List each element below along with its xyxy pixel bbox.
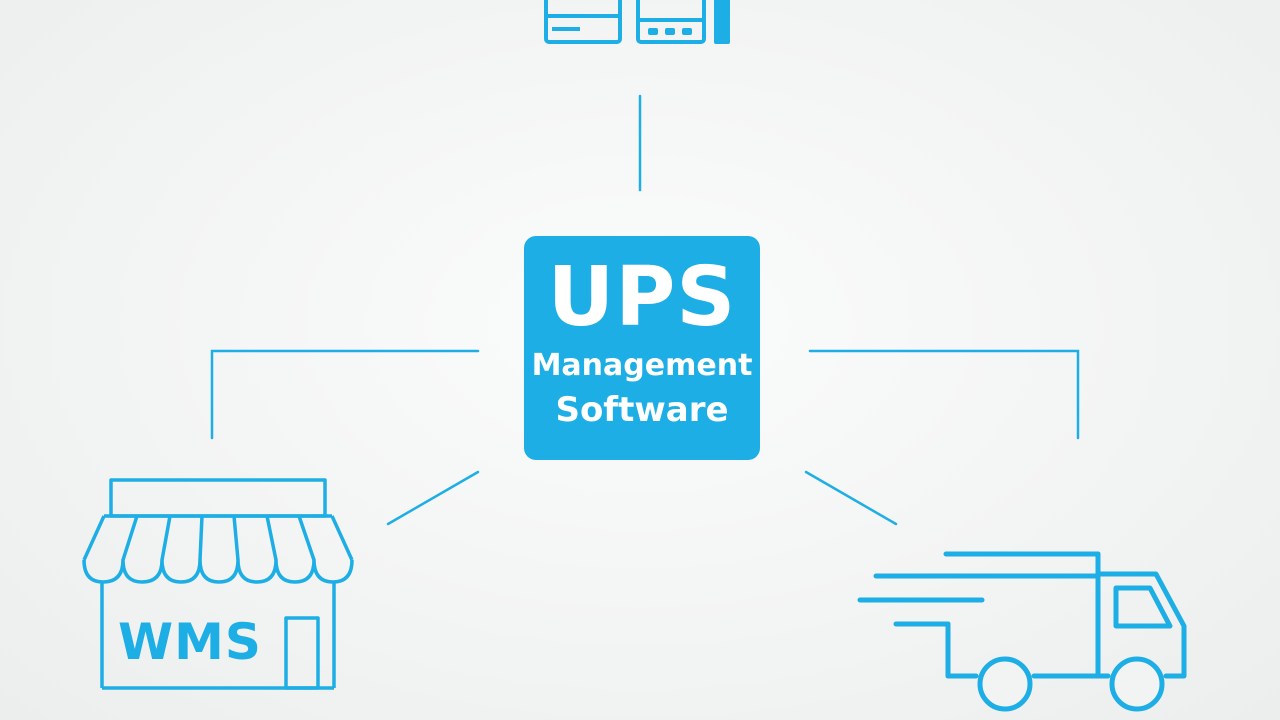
center-subtitle-line-1: Management: [531, 348, 753, 383]
center-title: UPS: [547, 250, 737, 345]
connector-left-lower: [386, 470, 480, 526]
center-subtitle-line-2: Software: [555, 390, 729, 430]
delivery-truck-icon: [857, 551, 1187, 712]
connector-right-lower: [804, 470, 898, 526]
store-icon: [82, 478, 354, 690]
ups-management-software-box: UPS Management Software: [524, 236, 760, 460]
ups-hardware-icon: [544, 0, 730, 44]
connector-right-upper: [808, 349, 1080, 440]
store-label: WMS: [118, 613, 262, 671]
connector-left-upper: [210, 349, 480, 440]
